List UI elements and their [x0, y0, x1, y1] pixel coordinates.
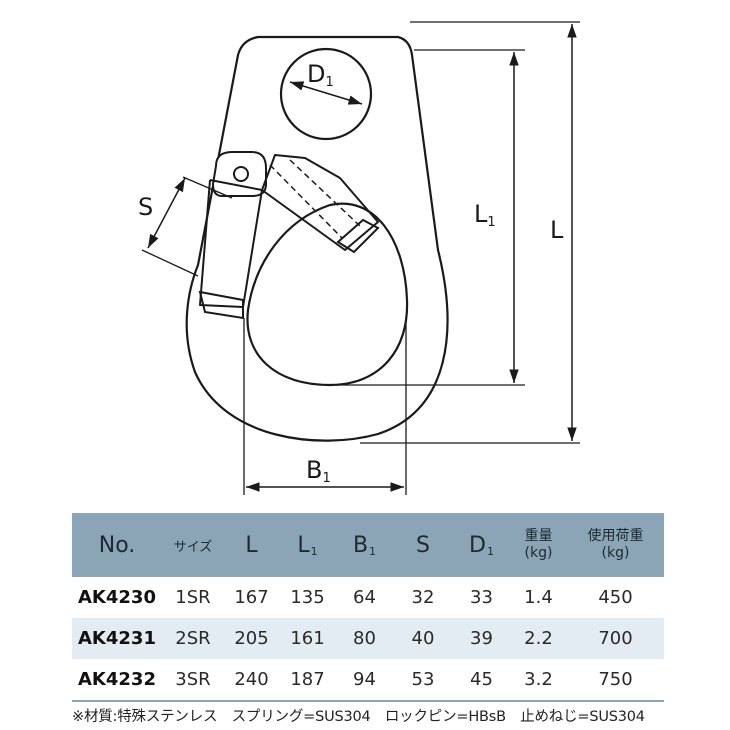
l-label: L	[550, 216, 564, 244]
d1-label: D1	[307, 60, 334, 90]
cell-weight: 2.2	[510, 618, 567, 659]
s-extension-line-1	[182, 176, 233, 199]
cell-working-load: 450	[598, 587, 633, 608]
spring-hidden-line	[269, 164, 343, 239]
cell-b1: 80	[336, 618, 393, 659]
cell-b1: 94	[336, 659, 393, 702]
hook-dimension-drawing: D1 S L1 L B1	[138, 21, 580, 495]
cell-working-load: 700	[567, 618, 664, 659]
cell-l1: 135	[290, 587, 325, 608]
cell-l1: 161	[279, 618, 336, 659]
table-row: AK4232 3SR 240 187 94 53 45 3.2 750	[72, 659, 664, 702]
table-header-row: No. サイズ L L1 B1 S D1 重量(kg) 使用荷重(kg)	[72, 513, 664, 577]
l1-label: L1	[474, 200, 496, 230]
hook-body-outline	[185, 35, 449, 442]
cell-l1: 187	[279, 659, 336, 702]
cell-model: AK4230	[78, 587, 156, 608]
cell-weight: 1.4	[524, 587, 553, 608]
header-working-load: 使用荷重(kg)	[567, 513, 664, 577]
header-b1: B1	[336, 513, 393, 577]
spec-table: No. サイズ L L1 B1 S D1 重量(kg) 使用荷重(kg) AK4…	[72, 513, 664, 702]
header-l1: L1	[279, 513, 336, 577]
cell-size: 2SR	[162, 618, 224, 659]
spring-hidden-line-2	[289, 159, 361, 227]
header-no: No.	[72, 513, 162, 577]
cell-l: 240	[224, 659, 279, 702]
cell-b1: 64	[353, 587, 376, 608]
cell-s: 53	[393, 659, 453, 702]
b1-label: B1	[306, 456, 331, 486]
header-d1: D1	[453, 513, 510, 577]
cell-d1: 33	[470, 587, 493, 608]
cell-s: 32	[411, 587, 435, 608]
cell-model: AK4232	[72, 659, 162, 702]
header-weight: 重量(kg)	[510, 513, 567, 577]
cell-l: 205	[224, 618, 279, 659]
cell-l: 167	[234, 587, 269, 608]
s-dimension-line	[147, 177, 186, 249]
cell-working-load: 750	[567, 659, 664, 702]
header-s: S	[393, 513, 453, 577]
cell-d1: 39	[453, 618, 510, 659]
s-label: S	[138, 193, 153, 221]
lock-pin-icon	[233, 166, 249, 182]
hook-inner-opening	[246, 202, 409, 387]
header-l: L	[224, 513, 279, 577]
cell-model: AK4231	[72, 618, 162, 659]
gate-tip	[336, 218, 380, 254]
material-footnote: ※材質:特殊ステンレス スプリング=SUS304 ロックピン=HBsB 止めねじ…	[72, 709, 645, 725]
cell-size: 3SR	[162, 659, 224, 702]
header-size: サイズ	[162, 513, 224, 577]
table-row: AK4231 2SR 205 161 80 40 39 2.2 700	[72, 618, 664, 659]
s-extension-line-2	[141, 249, 199, 277]
hinge-block	[211, 151, 267, 197]
eye-hole	[279, 47, 373, 141]
cell-size: 1SR	[175, 587, 211, 608]
table-row: AK4230 1SR 167 135 64 32 33 1.4 450	[72, 577, 664, 618]
cell-weight: 3.2	[510, 659, 567, 702]
gate-base-foot	[198, 290, 244, 320]
cell-s: 40	[393, 618, 453, 659]
spring-gate-latch	[199, 154, 379, 308]
cell-d1: 45	[453, 659, 510, 702]
d1-dimension-line	[289, 81, 363, 105]
